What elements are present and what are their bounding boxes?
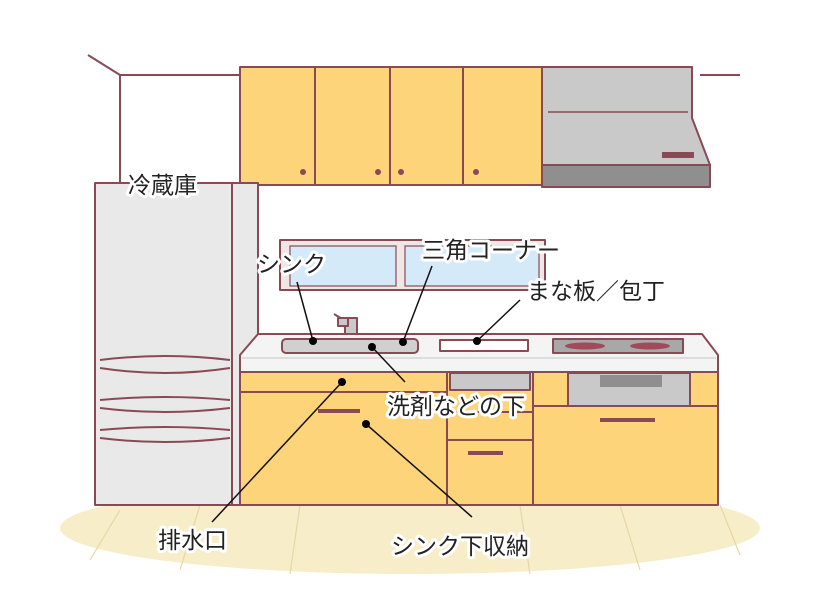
cooktop <box>552 338 684 354</box>
countertop <box>239 333 719 373</box>
label-under-sink-storage: シンク下収納 <box>391 534 529 560</box>
label-cutting-board-knife: まな板／包丁 <box>527 279 665 305</box>
floor-boards <box>89 504 741 575</box>
fridge <box>94 182 259 506</box>
lower-cabinets <box>239 371 719 506</box>
leader-lines <box>211 265 521 523</box>
upper-cabinets <box>239 66 543 186</box>
label-triangle-corner: 三角コーナー <box>422 238 560 264</box>
label-sink: シンク <box>257 252 326 278</box>
range-hood <box>541 66 711 188</box>
label-fridge: 冷蔵庫 <box>128 173 197 199</box>
sink-basin <box>281 338 419 354</box>
cutting-board <box>439 339 529 352</box>
label-under-detergent: 洗剤などの下 <box>387 394 525 420</box>
label-drain: 排水口 <box>158 528 227 554</box>
